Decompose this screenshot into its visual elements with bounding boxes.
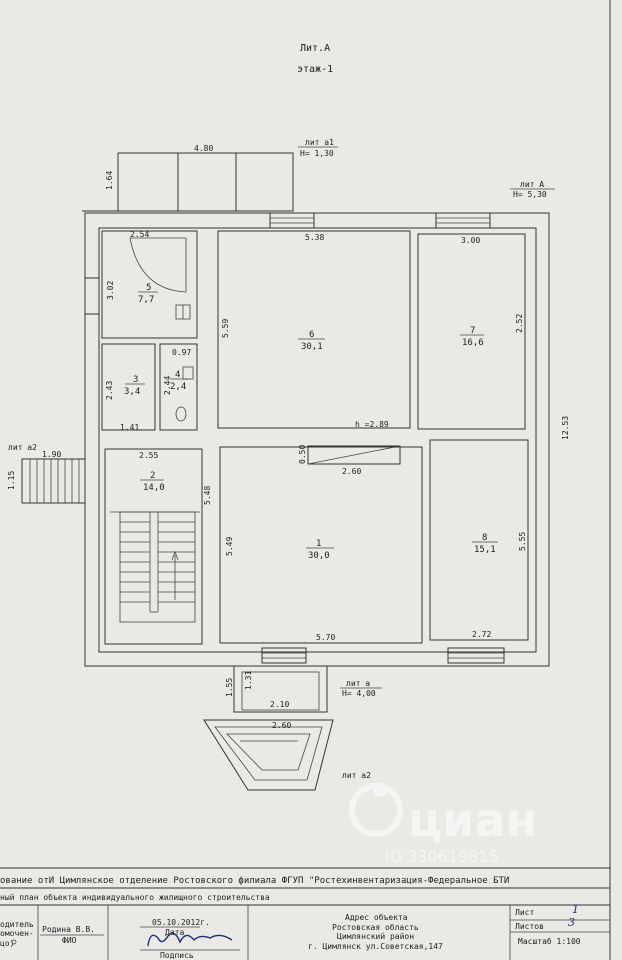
plan-title-lit: Лит.А bbox=[300, 43, 330, 54]
room-3: 3 3,4 2.43 1.41 bbox=[101, 343, 156, 432]
room-3-area: 3,4 bbox=[124, 387, 140, 397]
room-5-area: 7,7 bbox=[138, 295, 154, 305]
annex-a1-depth: 1.64 bbox=[105, 171, 114, 190]
overall-length-dim: 12.53 bbox=[561, 416, 570, 440]
room-5-d1: 2.54 bbox=[130, 230, 149, 239]
left-stair-h: 1.15 bbox=[7, 471, 16, 490]
footer-date: 05.10.2012г. bbox=[152, 918, 210, 927]
annex-a-d1: 1.55 bbox=[225, 678, 234, 697]
room-8: 8 15,1 2.72 5.55 bbox=[429, 439, 529, 641]
room-3-num: 3 bbox=[133, 375, 138, 385]
corridor: 2.60 0.50 bbox=[298, 445, 401, 476]
room-7-d2: 2.52 bbox=[515, 314, 524, 333]
left-stair-w: 1.90 bbox=[42, 450, 61, 459]
window-left bbox=[84, 277, 100, 315]
footer-role: одитель bbox=[0, 920, 34, 929]
watermark-id: ID 330619815 bbox=[385, 847, 499, 866]
annex-a-height: H= 4,00 bbox=[342, 689, 376, 698]
bottom-stair-a2: 2.60 лит а2 bbox=[203, 719, 371, 791]
left-stair-label: лит а2 bbox=[8, 443, 37, 452]
left-stair-a2: лит а2 1.90 1.15 bbox=[7, 443, 86, 504]
address-title: Адрес объекта bbox=[345, 912, 408, 922]
annex-a-label: лит а bbox=[346, 679, 370, 688]
room-8-num: 8 bbox=[482, 533, 487, 543]
footer-org: ование отИ Цимлянское отделение Ростовск… bbox=[0, 876, 509, 886]
bottom-stair-label: лит а2 bbox=[342, 771, 371, 780]
room-6-area: 30,1 bbox=[301, 342, 323, 352]
room-4-num: 4 bbox=[175, 370, 180, 380]
staircase bbox=[119, 511, 196, 623]
sheets-value: 3 bbox=[568, 916, 575, 929]
room-2: 2 14,0 2.55 5.48 bbox=[104, 448, 212, 645]
bottom-stair-w: 2.60 bbox=[272, 721, 291, 730]
footer-sign-label: Подпись bbox=[160, 951, 194, 960]
ceiling-height: h =2.89 bbox=[355, 420, 389, 429]
corridor-h: 0.50 bbox=[298, 445, 307, 464]
sheet-label: Лист bbox=[515, 908, 534, 917]
plan-title-floor: этаж-1 bbox=[297, 64, 333, 75]
room-6-d1: 5.38 bbox=[305, 233, 324, 242]
room-5-d2: 3.02 bbox=[106, 281, 115, 300]
room-2-num: 2 bbox=[150, 471, 155, 481]
title-block: ование отИ Цимлянское отделение Ростовск… bbox=[0, 867, 610, 960]
room-7: 7 16,6 3.00 2.52 bbox=[417, 233, 526, 430]
room-6: 6 30,1 5.38 5.59 bbox=[217, 230, 411, 429]
windows-top bbox=[269, 212, 491, 229]
room-4-d1: 0.97 bbox=[172, 348, 191, 357]
room-3-d2: 1.41 bbox=[120, 423, 139, 432]
annex-a1-label: лит а1 bbox=[305, 138, 334, 147]
room-7-area: 16,6 bbox=[462, 338, 484, 348]
scale-label: Масштаб 1:100 bbox=[518, 936, 581, 946]
room-6-num: 6 bbox=[309, 330, 314, 340]
annex-a1-width: 4.80 bbox=[194, 144, 213, 153]
main-lit-height: H= 5,30 bbox=[513, 190, 547, 199]
main-lit-label: лит А bbox=[520, 180, 544, 189]
room-4: 4 2,4 0.97 2.44 bbox=[159, 343, 198, 431]
room-2-d1: 2.55 bbox=[139, 451, 158, 460]
room-8-d2: 5.55 bbox=[518, 532, 527, 551]
annex-a1-height: H= 1,30 bbox=[300, 149, 334, 158]
annex-a-w1: 2.10 bbox=[270, 700, 289, 709]
room-4-area: 2,4 bbox=[170, 382, 186, 392]
room-7-d1: 3.00 bbox=[461, 236, 480, 245]
room-1-num: 1 bbox=[316, 539, 321, 549]
annex-a1: 4.80 1.64 лит а1 H= 1,30 bbox=[82, 138, 338, 212]
watermark-brand: циан bbox=[408, 793, 537, 847]
room-3-d1: 2.43 bbox=[105, 381, 114, 400]
footer-name-label: ФИО bbox=[62, 936, 77, 945]
footer-role3: цо) bbox=[0, 939, 14, 948]
room-1-area: 30,0 bbox=[308, 551, 330, 561]
room-4-d2: 2.44 bbox=[163, 376, 172, 395]
room-5: 5 7,7 2.54 3.02 bbox=[101, 230, 198, 339]
room-8-d1: 2.72 bbox=[472, 630, 491, 639]
room-6-d2: 5.59 bbox=[221, 319, 230, 338]
address-region: Ростовская область bbox=[332, 922, 419, 932]
footer-name: Родина В.В. bbox=[42, 925, 95, 934]
room-7-num: 7 bbox=[470, 326, 475, 336]
watermark: циан ID 330619815 bbox=[349, 783, 537, 866]
windows-bottom bbox=[261, 647, 505, 664]
corridor-w: 2.60 bbox=[342, 467, 361, 476]
sheets-label: Листов bbox=[515, 922, 544, 931]
room-8-area: 15,1 bbox=[474, 545, 496, 555]
footer-role2: омочен- bbox=[0, 929, 34, 938]
room-1-d2: 5.49 bbox=[225, 537, 234, 556]
room-1-d1: 5.70 bbox=[316, 633, 335, 642]
room-5-num: 5 bbox=[146, 283, 151, 293]
annex-a: лит а H= 4,00 1.55 1.31 2.10 bbox=[225, 665, 382, 713]
address-district: Цимлянский район bbox=[337, 932, 414, 941]
footer-plan: ный план объекта индивидуального жилищно… bbox=[0, 892, 270, 902]
sheet-value: 1 bbox=[572, 903, 579, 916]
room-2-d2: 5.48 bbox=[203, 486, 212, 505]
room-2-area: 14,0 bbox=[143, 483, 165, 493]
annex-a-d2: 1.31 bbox=[244, 671, 253, 690]
room-1: 1 30,0 5.70 5.49 bbox=[219, 446, 423, 644]
footer-date-label: Дата bbox=[165, 928, 184, 937]
signature bbox=[147, 932, 233, 947]
address-street: г. Цимлянск ул.Советская,147 bbox=[308, 942, 443, 951]
